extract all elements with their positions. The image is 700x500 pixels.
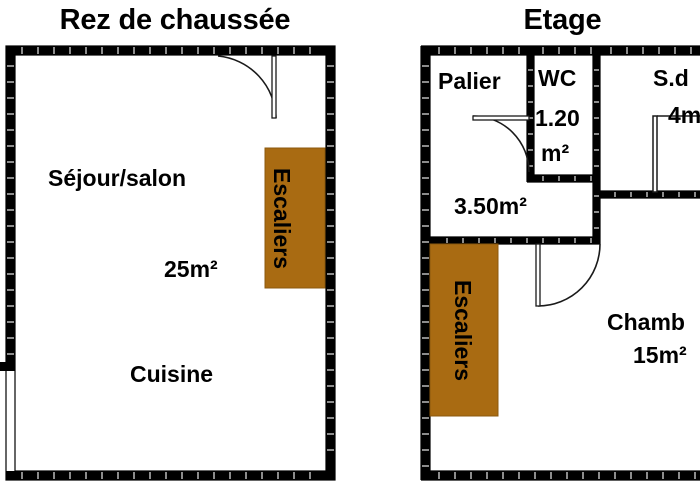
ground-floor-entrance-door — [217, 55, 277, 119]
ground-floor-staircase — [264, 147, 326, 289]
room-label-chambre: Chamb — [607, 309, 685, 335]
room-label-wc: WC — [538, 65, 577, 91]
staircase-label-upper-floor: Escaliers — [450, 279, 476, 381]
sdb-door — [652, 115, 700, 193]
upper-floor-staircase — [429, 243, 499, 417]
chambre-door — [535, 243, 601, 307]
ground-floor-wall-hatching — [7, 47, 334, 479]
upper-floor-wall-hatching — [422, 47, 696, 479]
ground-floor-plan-drawing — [0, 45, 336, 481]
room-area-chambre: 15m² — [633, 342, 687, 368]
upper-floor-title: Etage — [523, 4, 602, 36]
palier-door — [472, 115, 530, 173]
room-label-salle-de-bain: S.d — [653, 65, 689, 91]
room-label-palier: Palier — [438, 68, 501, 94]
upper-floor-plan-drawing — [420, 45, 700, 481]
ground-floor-walls — [0, 45, 336, 481]
room-label-cuisine: Cuisine — [130, 361, 214, 387]
ground-floor-title: Rez de chaussée — [59, 4, 291, 36]
room-area-wc-line2: m² — [541, 140, 570, 166]
room-label-sejour-salon: Séjour/salon — [48, 165, 187, 191]
staircase-label-ground-floor: Escaliers — [269, 167, 295, 269]
room-area-salle-de-bain: 4m — [668, 102, 700, 128]
room-area-wc-line1: 1.20 — [535, 105, 580, 131]
room-area-palier: 3.50m² — [454, 193, 527, 219]
room-area-sejour-salon: 25m² — [164, 256, 218, 282]
